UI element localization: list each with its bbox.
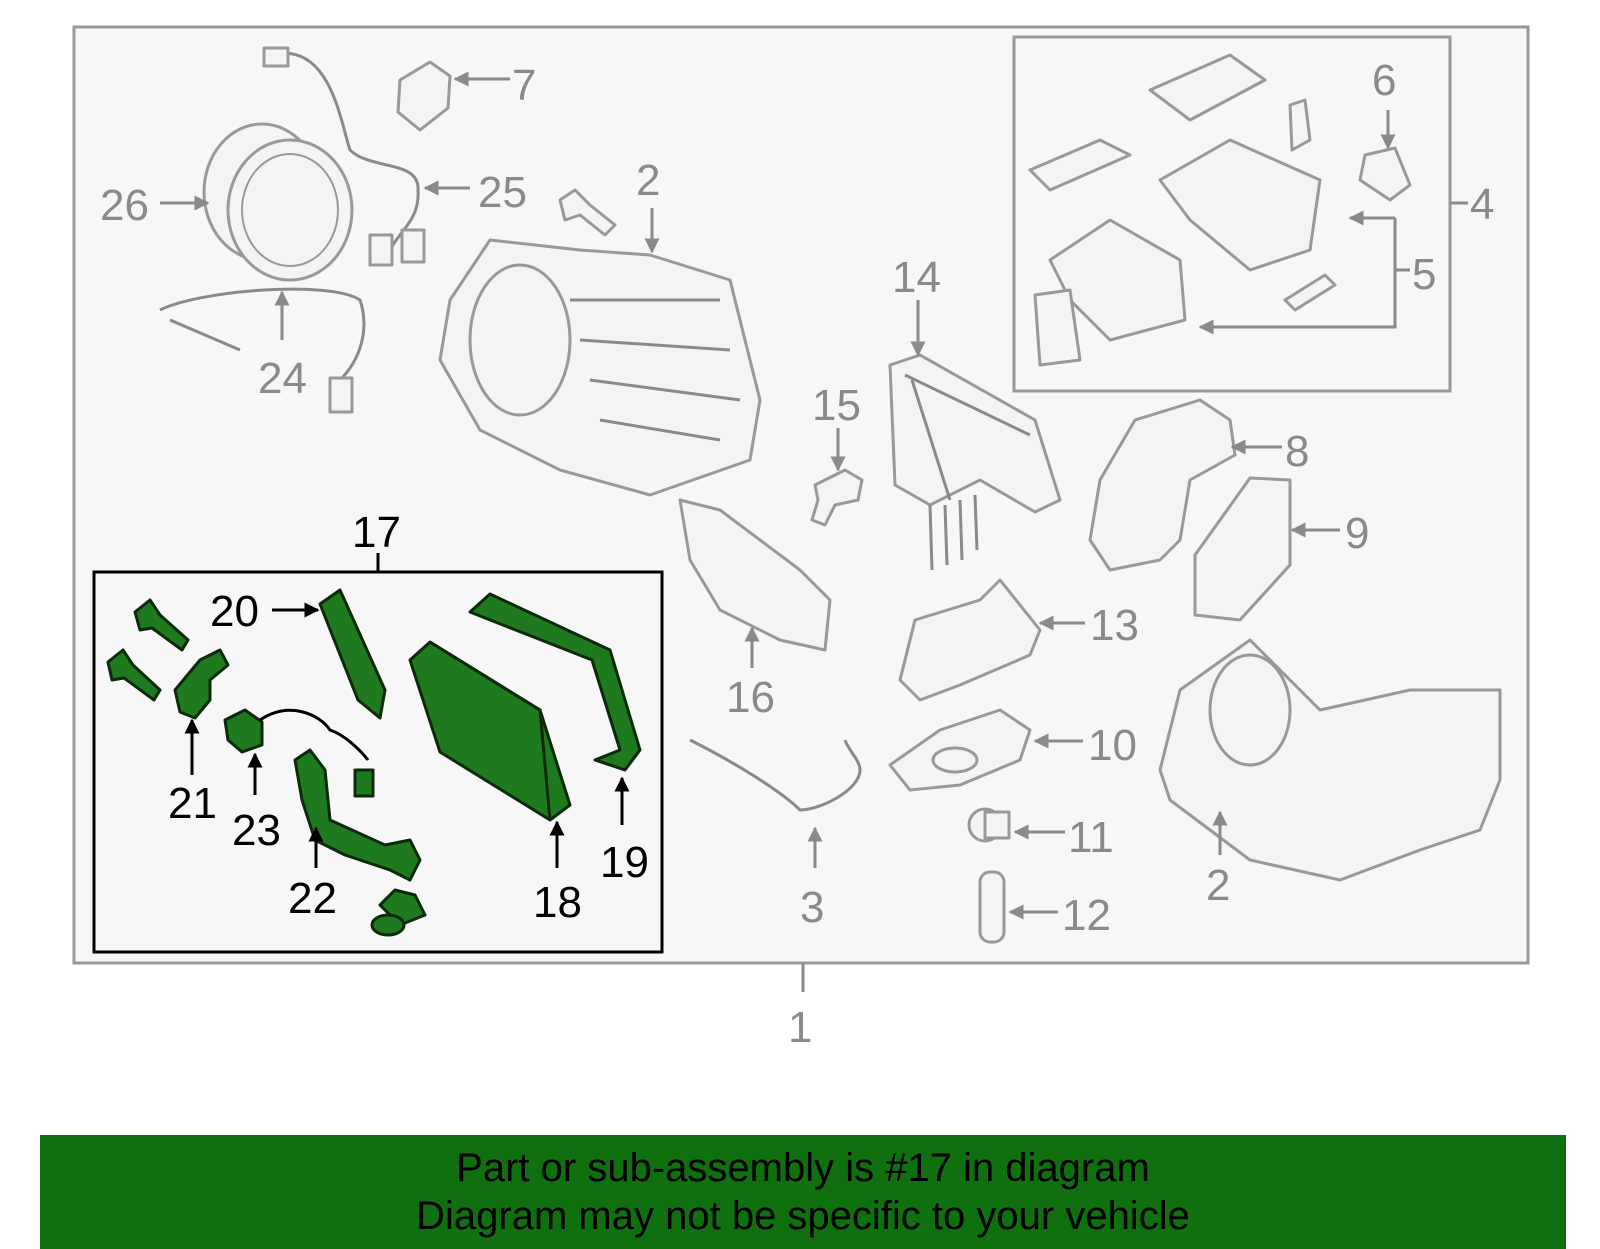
part-24-wire <box>159 287 366 414</box>
part-9-filter <box>1193 476 1292 622</box>
callout-22: 22 <box>288 874 337 923</box>
callout-23: 23 <box>232 806 281 855</box>
part-3-drain-hose <box>689 738 862 812</box>
callout-8: 8 <box>1285 427 1309 476</box>
callout-11: 11 <box>1068 813 1114 862</box>
callout-15: 15 <box>812 381 861 430</box>
part-26-blower-motor <box>202 122 354 282</box>
part-22-pipe <box>293 748 427 937</box>
callout-17: 17 <box>352 508 401 557</box>
banner-line-1: Part or sub-assembly is #17 in diagram <box>456 1146 1150 1190</box>
callout-9: 9 <box>1345 509 1369 558</box>
callout-18: 18 <box>533 878 582 927</box>
part-10-hole <box>931 746 979 774</box>
part-21-bracket-pipe <box>173 648 230 720</box>
part-16-cover <box>678 498 832 652</box>
callout-25: 25 <box>478 168 527 217</box>
leader-lines <box>160 71 1468 992</box>
callout-26: 26 <box>100 181 149 230</box>
banner-line-2: Diagram may not be specific to your vehi… <box>416 1194 1190 1238</box>
callout-2-lower: 2 <box>1206 861 1230 910</box>
callout-1: 1 <box>788 1003 812 1052</box>
callout-10: 10 <box>1088 721 1137 770</box>
callout-4: 4 <box>1470 180 1494 229</box>
part-18-evaporator-core <box>408 640 572 822</box>
part-15-clip <box>810 468 864 527</box>
callout-14: 14 <box>892 253 941 302</box>
leader-lines-17 <box>184 553 630 868</box>
part-2-heater-case-upper <box>438 238 762 497</box>
callout-19: 19 <box>600 838 649 887</box>
part-23-sensor <box>223 708 375 798</box>
info-banner: Part or sub-assembly is #17 in diagram D… <box>40 1135 1566 1249</box>
part-8-duct <box>1088 398 1237 572</box>
part-4-mode-doors <box>1028 53 1412 367</box>
callout-6: 6 <box>1372 56 1396 105</box>
part-bolts-17 <box>106 598 190 702</box>
callout-5: 5 <box>1412 250 1436 299</box>
callout-24: 24 <box>258 354 307 403</box>
part-12-sleeve <box>978 870 1006 944</box>
part-bolt <box>558 188 617 237</box>
callout-12: 12 <box>1062 891 1111 940</box>
callout-21: 21 <box>168 779 217 828</box>
callout-2-upper: 2 <box>636 156 660 205</box>
callout-3: 3 <box>800 883 824 932</box>
part-11-grommet <box>967 807 1011 843</box>
part-2-heater-case-lower <box>1158 638 1502 882</box>
part-14-heater-core <box>888 353 1062 571</box>
callout-7: 7 <box>512 61 536 110</box>
part-7-actuator <box>396 60 452 132</box>
part-19-seal <box>468 592 642 772</box>
callout-20: 20 <box>210 587 259 636</box>
callout-13: 13 <box>1090 601 1139 650</box>
part-10-plate <box>888 708 1032 792</box>
part-20-seal <box>318 588 387 720</box>
callout-16: 16 <box>726 673 775 722</box>
part-25-wire-harness <box>262 46 426 267</box>
